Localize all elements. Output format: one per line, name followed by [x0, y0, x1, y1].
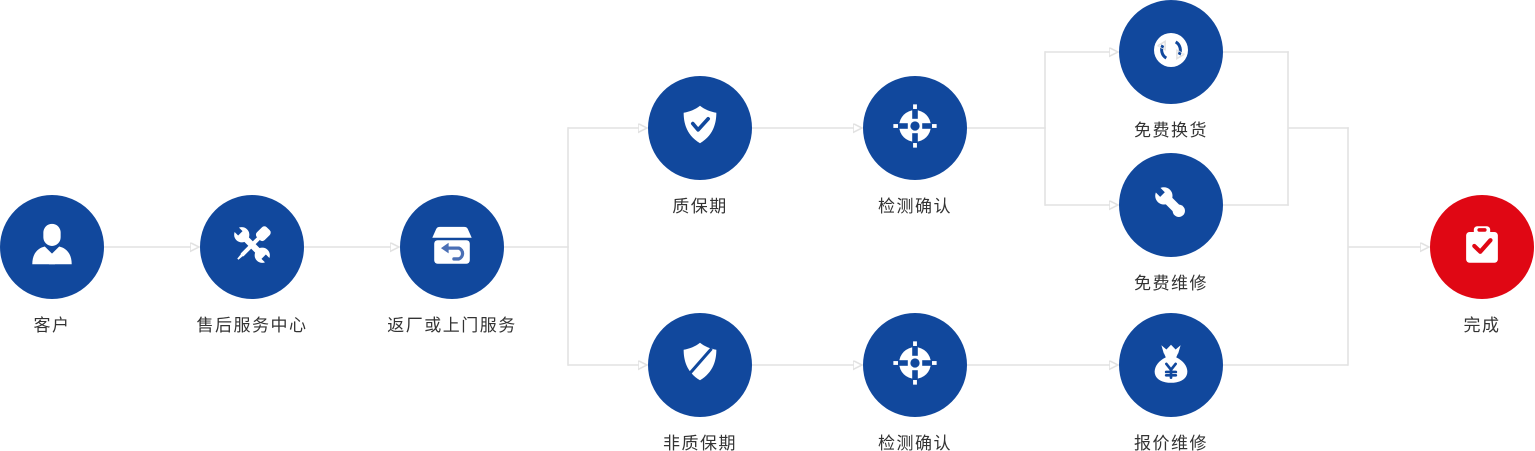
node-label: 客户	[33, 316, 71, 335]
flow-node-complete: 完成	[1430, 195, 1534, 335]
customer-circle	[0, 195, 104, 299]
flow-node-quote-repair: 报价维修	[1119, 313, 1223, 451]
node-label: 免费换货	[1134, 121, 1208, 140]
node-label: 免费维修	[1134, 274, 1208, 293]
flow-node-free-exchange: 免费换货	[1119, 0, 1223, 140]
quote-repair-circle	[1119, 313, 1223, 417]
user-icon	[27, 220, 77, 275]
flow-node-service-center: 售后服务中心	[197, 195, 306, 335]
inspect-bottom-circle	[863, 313, 967, 417]
flow-node-inspect-top: 检测确认	[863, 76, 967, 216]
flow-node-return-onsite: 返厂或上门服务	[387, 195, 515, 335]
non-warranty-circle	[648, 313, 752, 417]
box-return-icon	[427, 220, 477, 275]
free-repair-circle	[1119, 153, 1223, 257]
node-label: 售后服务中心	[196, 316, 308, 335]
node-label: 检测确认	[878, 434, 952, 451]
refresh-icon	[1145, 24, 1197, 81]
node-label: 检测确认	[878, 197, 952, 216]
service-center-circle	[200, 195, 304, 299]
inspect-top-circle	[863, 76, 967, 180]
shield-slash-icon	[675, 338, 725, 393]
target-icon	[890, 338, 940, 393]
return-onsite-circle	[400, 195, 504, 299]
node-label: 质保期	[672, 197, 728, 216]
flow-node-customer: 客户	[0, 195, 104, 335]
node-label: 返厂或上门服务	[387, 316, 517, 335]
flow-node-inspect-bottom: 检测确认	[863, 313, 967, 451]
complete-circle	[1430, 195, 1534, 299]
flow-node-free-repair: 免费维修	[1119, 153, 1223, 293]
flow-node-warranty: 质保期	[648, 76, 752, 216]
wrench-icon	[1146, 178, 1196, 233]
shield-check-icon-circle	[648, 76, 752, 180]
clipboard-check-icon	[1457, 220, 1507, 275]
node-label: 非质保期	[663, 434, 737, 451]
shield-check-icon	[675, 101, 725, 156]
target-icon	[890, 101, 940, 156]
flow-node-non-warranty: 非质保期	[648, 313, 752, 451]
free-exchange-circle	[1119, 0, 1223, 104]
node-label: 报价维修	[1134, 434, 1208, 451]
node-label: 完成	[1463, 316, 1501, 335]
tools-icon	[226, 219, 278, 276]
moneybag-icon	[1146, 338, 1196, 393]
